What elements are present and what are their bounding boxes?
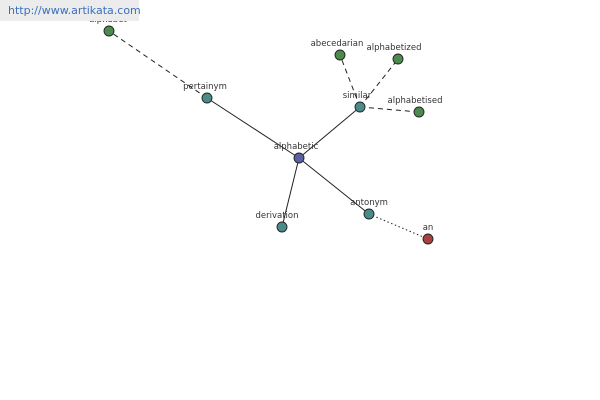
node-an-dot[interactable]	[422, 233, 434, 245]
node-an-label[interactable]: an	[423, 223, 434, 233]
node-alphabetized[interactable]: alphabetized	[367, 43, 422, 65]
node-abecedarian[interactable]: abecedarian	[311, 39, 364, 61]
node-antonym[interactable]: antonym	[350, 198, 388, 220]
edges-layer	[108, 30, 429, 240]
node-alphabet-dot[interactable]	[103, 25, 115, 37]
node-alphabetized-dot[interactable]	[392, 53, 404, 65]
edge-similar-alphabetised	[359, 106, 420, 113]
node-alphabetized-label[interactable]: alphabetized	[367, 43, 422, 53]
node-alphabetic-label[interactable]: alphabetic	[274, 142, 319, 152]
node-pertainym-dot[interactable]	[201, 92, 213, 104]
edge-alphabetic-pertainym	[206, 97, 300, 159]
node-similar-label[interactable]: similar	[343, 91, 372, 101]
edge-similar-abecedarian	[339, 54, 361, 108]
node-pertainym[interactable]: pertainym	[183, 82, 227, 104]
edge-alphabetic-similar	[298, 106, 361, 159]
node-similar-dot[interactable]	[354, 101, 366, 113]
node-antonym-dot[interactable]	[363, 208, 375, 220]
node-alphabetic-dot[interactable]	[293, 152, 305, 164]
node-an[interactable]: an	[422, 223, 434, 245]
site-url-banner[interactable]: http://www.artikata.com	[0, 0, 141, 21]
nodes-layer: alphabetpertainymalphabeticsimilarabeced…	[89, 15, 443, 245]
node-derivation[interactable]: derivation	[255, 211, 299, 233]
node-similar[interactable]: similar	[343, 91, 372, 113]
edge-pertainym-alphabet	[108, 30, 208, 99]
node-alphabetised-dot[interactable]	[413, 106, 425, 118]
node-alphabetised-label[interactable]: alphabetised	[388, 96, 443, 106]
node-derivation-dot[interactable]	[276, 221, 288, 233]
edge-alphabetic-derivation	[281, 157, 300, 228]
node-derivation-label[interactable]: derivation	[255, 211, 298, 221]
site-url-text[interactable]: http://www.artikata.com	[8, 4, 141, 17]
node-pertainym-label[interactable]: pertainym	[183, 82, 227, 92]
node-antonym-label[interactable]: antonym	[350, 198, 388, 208]
node-abecedarian-label[interactable]: abecedarian	[311, 39, 364, 49]
edge-similar-alphabetized	[359, 58, 399, 108]
node-abecedarian-dot[interactable]	[334, 49, 346, 61]
node-alphabetised[interactable]: alphabetised	[388, 96, 443, 118]
edge-alphabetic-antonym	[298, 157, 370, 215]
node-alphabetic[interactable]: alphabetic	[274, 142, 319, 164]
edge-antonym-an	[368, 213, 429, 240]
